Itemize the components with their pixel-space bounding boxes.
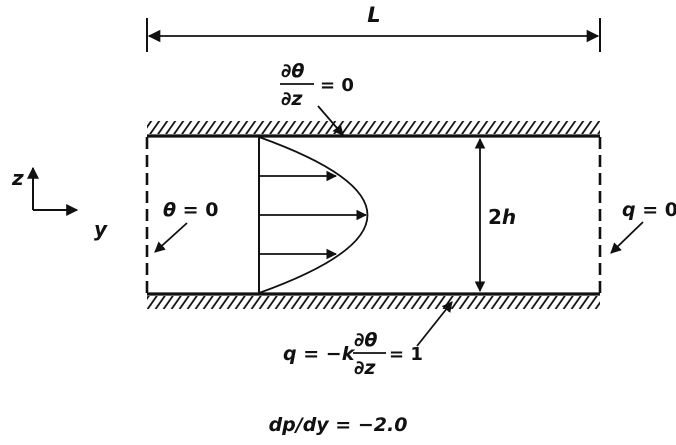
axis-y-label: y bbox=[94, 217, 108, 241]
top-wall-bc-label: ∂θ ∂z = 0 bbox=[280, 60, 354, 136]
svg-text:∂z: ∂z bbox=[354, 357, 376, 379]
bottom-bc-den-var: z bbox=[363, 357, 376, 379]
svg-text:∂θ: ∂θ bbox=[354, 329, 377, 351]
coordinate-axes: z y bbox=[11, 166, 108, 241]
bottom-bc-lhs-mid: = − bbox=[297, 343, 342, 365]
top-wall bbox=[147, 121, 600, 138]
bottom-bc-num-d: ∂ bbox=[354, 329, 364, 351]
svg-text:θ = 0: θ = 0 bbox=[163, 199, 218, 221]
svg-text:∂θ: ∂θ bbox=[281, 60, 304, 82]
bottom-bc-den-d: ∂ bbox=[354, 357, 364, 379]
length-label: L bbox=[367, 3, 380, 27]
svg-text:2h: 2h bbox=[488, 205, 516, 229]
top-bc-den-var: z bbox=[290, 88, 303, 110]
svg-text:∂z: ∂z bbox=[281, 88, 303, 110]
top-bc-num-var: θ bbox=[291, 60, 304, 82]
height-var: h bbox=[502, 205, 516, 229]
bottom-bc-lhs-var: q bbox=[283, 343, 297, 365]
outlet-bc-label: q = 0 bbox=[610, 199, 676, 254]
height-dimension: 2h bbox=[474, 137, 516, 293]
bottom-bc-num-var: θ bbox=[364, 329, 377, 351]
top-bc-num-d: ∂ bbox=[281, 60, 291, 82]
bottom-bc-k: k bbox=[342, 343, 356, 365]
outlet-bc-var: q bbox=[622, 199, 636, 221]
height-sym: 2 bbox=[488, 205, 502, 229]
inlet-bc-var: θ bbox=[163, 199, 176, 221]
velocity-profile bbox=[258, 136, 369, 294]
svg-text:q = −k: q = −k bbox=[283, 343, 356, 365]
bottom-wall bbox=[147, 292, 600, 309]
outlet-bc-equals: = 0 bbox=[636, 199, 676, 221]
top-bc-den-d: ∂ bbox=[281, 88, 291, 110]
svg-text:q = 0: q = 0 bbox=[622, 199, 676, 221]
inlet-bc-label: θ = 0 bbox=[154, 199, 218, 253]
bottom-wall-bc-label: q = −k ∂θ ∂z = 1 bbox=[283, 301, 453, 379]
inlet-bc-equals: = 0 bbox=[176, 199, 218, 221]
top-bc-equals: = 0 bbox=[320, 75, 354, 96]
pressure-gradient-label: dp/dy = −2.0 bbox=[269, 414, 408, 436]
axis-z-label: z bbox=[11, 166, 24, 190]
bottom-bc-equals: = 1 bbox=[389, 344, 423, 365]
length-dimension: L bbox=[146, 3, 601, 52]
